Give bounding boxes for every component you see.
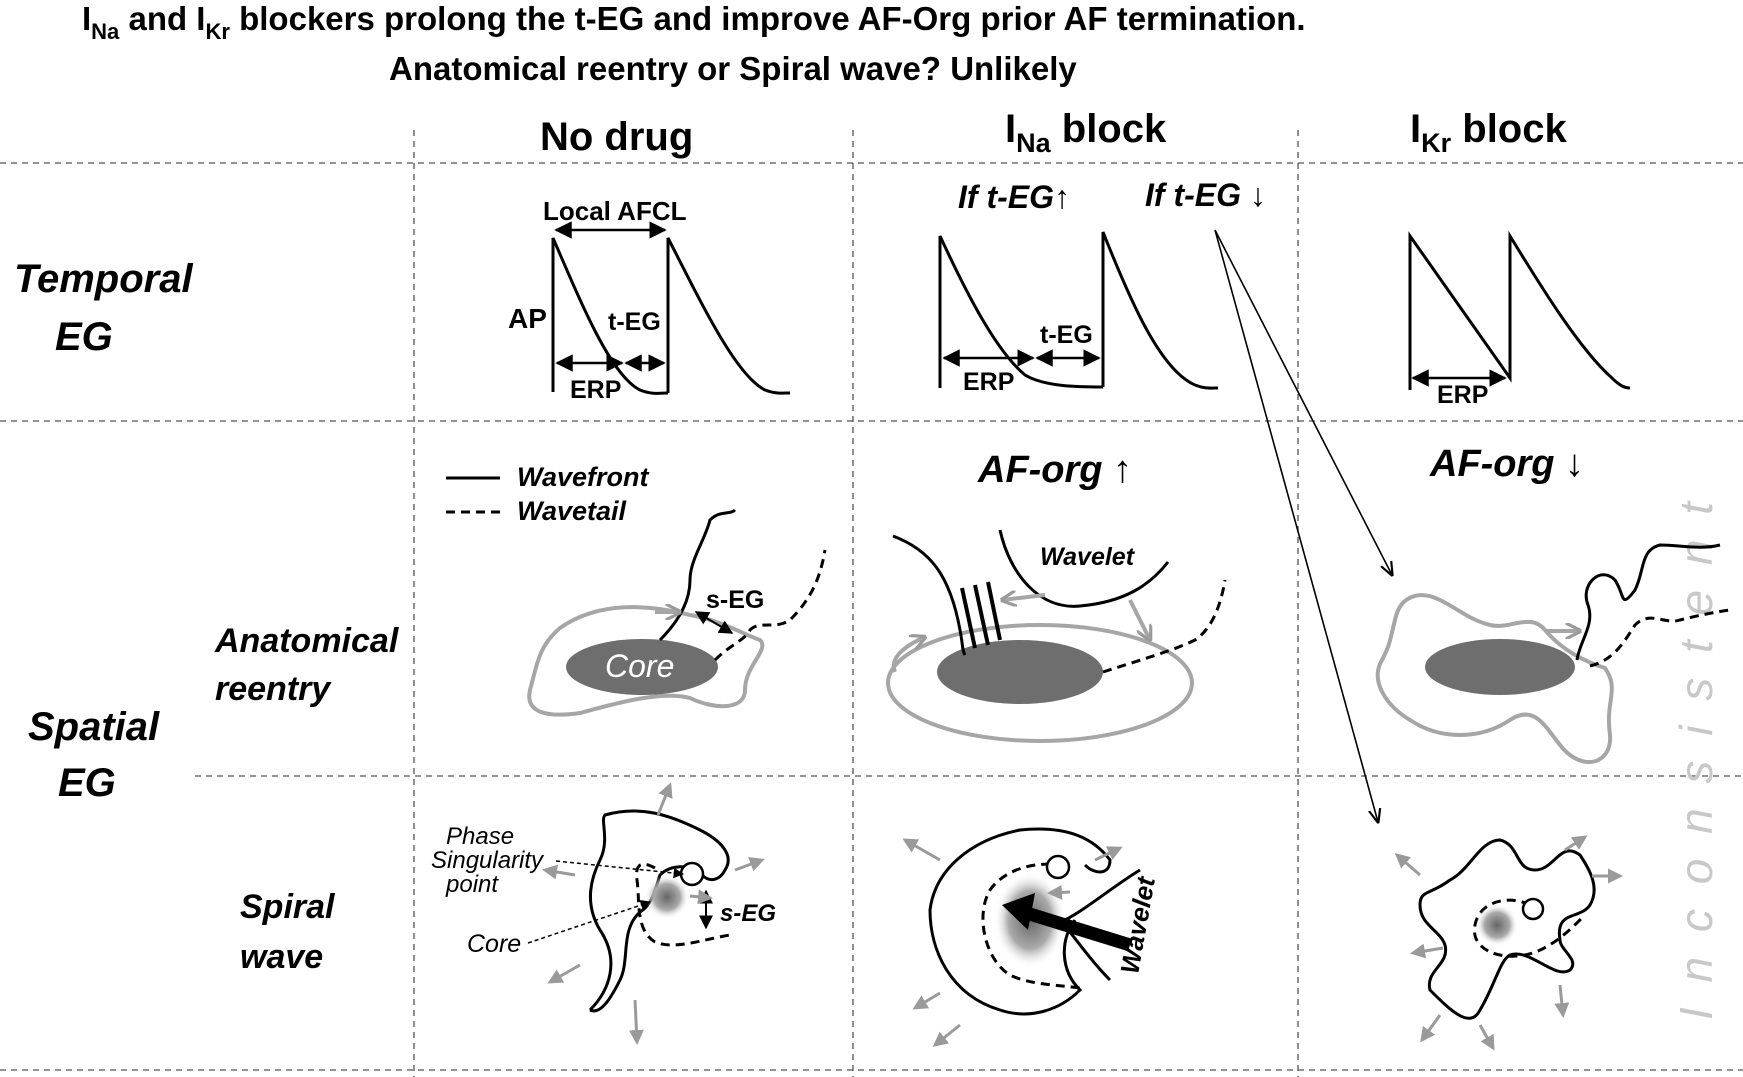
reentry-ikr-block — [1375, 543, 1731, 765]
spiral-wavetail-ikr-block — [1473, 898, 1587, 958]
wavefront-ina-block — [892, 534, 967, 656]
core-ina-block — [937, 640, 1103, 704]
column-header-ikr-block: IKr block — [1410, 107, 1567, 158]
wavelet-label-spiral-ina-block: Wavelet — [1114, 873, 1161, 976]
wavelet-arrow-ina-block — [1018, 904, 1132, 952]
core-label-no-drug: Core — [605, 648, 674, 684]
ap-waveform-no-drug — [551, 237, 791, 395]
row-label-spatial-eg: EG — [58, 761, 116, 805]
wavelet-front-spiral-ina-block — [1064, 868, 1141, 922]
phase-singularity-ina-block — [1045, 854, 1071, 880]
phase-singularity-ikr-block — [1521, 897, 1545, 921]
spiral-wavefront-no-drug — [588, 809, 730, 1013]
reentry-no-drug: Core s-EG — [527, 508, 827, 717]
column-header-ina-block: INa block — [1005, 107, 1167, 158]
reentry-path-ikr-block — [1375, 593, 1614, 765]
if-t-eg-down-label: If t-EG ↓ — [1145, 177, 1266, 213]
phase-singularity-label-3: point — [445, 871, 499, 898]
af-org-up-label: AF-org ↑ — [977, 449, 1132, 491]
grid — [0, 130, 1743, 1077]
af-org-down-label: AF-org ↓ — [1429, 443, 1584, 485]
legend-wavefront-label: Wavefront — [517, 462, 650, 492]
spiral-core-ikr-block — [1476, 904, 1518, 946]
ap-waveform-ina-block — [938, 231, 1219, 390]
spiral-core-no-drug — [645, 875, 689, 919]
s-eg-label-no-drug: s-EG — [706, 586, 764, 614]
core-label-spiral-no-drug: Core — [467, 930, 521, 958]
wavefront-ikr-block — [1575, 543, 1721, 661]
wavetail-ina-block — [1102, 579, 1227, 674]
column-header-no-drug: No drug — [540, 115, 693, 159]
erp-label-ikr-block: ERP — [1437, 381, 1488, 409]
erp-label-ina-block: ERP — [963, 368, 1014, 396]
spiral-wavetail-ina-block — [981, 862, 1081, 990]
wavefront-no-drug — [658, 508, 737, 642]
row-label-reentry: reentry — [215, 670, 332, 708]
row-label-spatial: Spatial — [28, 705, 160, 749]
ap-label: AP — [508, 303, 547, 334]
row-label-temporal-eg: EG — [55, 315, 113, 359]
reentry-path-ina-block — [886, 623, 1194, 743]
reentry-ina-block: Wavelet — [886, 529, 1227, 743]
wavelet-label-ina-block: Wavelet — [1040, 543, 1136, 571]
spiral-ikr-block — [1394, 835, 1623, 1051]
legend-wavetail-label: Wavetail — [517, 496, 627, 526]
row-label-wave: wave — [240, 938, 323, 976]
title-line-2: Anatomical reentry or Spiral wave? Unlik… — [389, 50, 1077, 87]
phase-singularity-label-1: Phase — [446, 823, 514, 850]
core-no-drug — [566, 639, 718, 695]
phase-singularity-marker — [679, 861, 705, 887]
ap-waveform-ikr-block — [1408, 230, 1631, 390]
if-t-eg-up-label: If t-EG↑ — [958, 179, 1070, 215]
phase-singularity-label-2: Singularity — [431, 847, 545, 874]
spiral-no-drug: s-EG Phase Singularity point Core — [431, 782, 776, 1045]
s-eg-label-spiral-no-drug: s-EG — [720, 900, 776, 927]
row-label-temporal: Temporal — [14, 257, 193, 301]
spiral-ina-block: Wavelet — [902, 827, 1161, 1047]
spiral-wavetail-no-drug — [635, 862, 731, 947]
row-label-spiral: Spiral — [240, 888, 336, 926]
reentry-path-no-drug — [527, 605, 765, 717]
local-afcl-label: Local AFCL — [543, 196, 687, 226]
erp-label-no-drug: ERP — [570, 376, 621, 404]
side-label-inconsistent: I n c o n s i s t e n t — [1670, 496, 1722, 1020]
link-arrows — [1214, 229, 1392, 822]
wavetail-ikr-block — [1589, 608, 1731, 668]
t-eg-label-ina-block: t-EG — [1040, 321, 1093, 349]
conduction-block-marks — [960, 581, 1002, 649]
t-eg-label-no-drug: t-EG — [608, 308, 661, 336]
spiral-wavefront-ina-block — [928, 827, 1112, 1016]
title-line-1: INa and IKr blockers prolong the t-EG an… — [82, 0, 1306, 44]
s-eg-arrow-no-drug — [694, 611, 734, 634]
core-ikr-block — [1425, 639, 1575, 695]
wavelet-front-ina-block — [998, 529, 1170, 608]
row-label-anatomical: Anatomical — [214, 622, 400, 660]
